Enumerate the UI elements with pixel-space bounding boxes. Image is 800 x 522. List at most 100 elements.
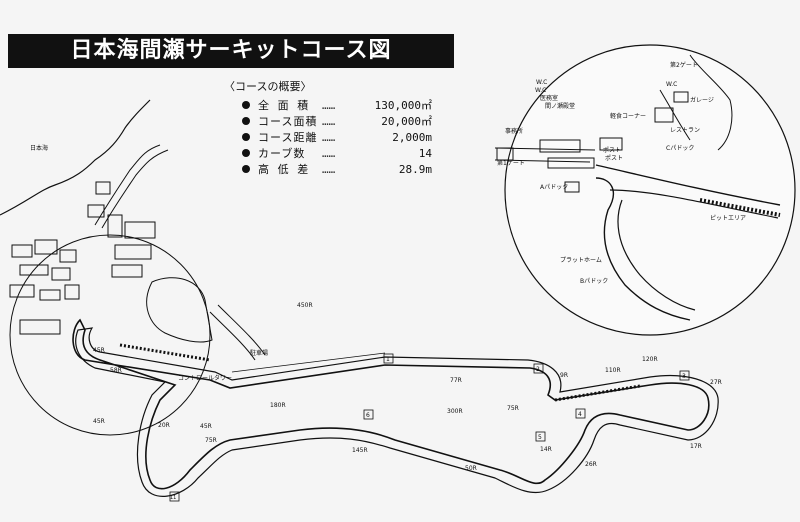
- corner-marker: 3: [679, 370, 690, 381]
- inset-area-circle: [9, 234, 211, 436]
- overview-value: 2,000m: [392, 130, 432, 144]
- svg-text:2: 2: [536, 366, 540, 373]
- svg-text:11: 11: [170, 495, 176, 501]
- bullet-icon: [242, 165, 250, 173]
- radius-label: 77R: [450, 377, 462, 384]
- radius-label: 75R: [507, 405, 519, 412]
- overview-heading: 〈コースの概要〉: [224, 80, 312, 93]
- radius-label: 120R: [642, 356, 658, 363]
- inset-label: W.C: [666, 81, 677, 88]
- inset-label: レストラン: [670, 127, 700, 134]
- overview-label: 全 面 積: [258, 99, 310, 112]
- control-tower-label: コントロールタワー: [178, 374, 232, 382]
- inset-label: ポスト: [603, 146, 621, 154]
- bullet-icon: [242, 101, 250, 109]
- road-upper-2: [101, 149, 169, 229]
- overview-row-course-length: コース距離 …… 2,000m: [220, 129, 440, 145]
- road-upper: [94, 144, 161, 226]
- overview-value: 28.9m: [398, 162, 432, 176]
- inset-building: [547, 157, 595, 169]
- inset-building: [654, 107, 674, 123]
- svg-text:5: 5: [538, 434, 542, 441]
- inset-label: ガレージ: [690, 96, 714, 104]
- radius-label: 9R: [560, 372, 568, 379]
- radius-label: 27R: [710, 379, 722, 386]
- overview-label: 高 低 差: [258, 163, 310, 176]
- access-road: [217, 304, 266, 356]
- overview-value: 14: [418, 146, 432, 160]
- inset-label: W.C: [536, 79, 547, 86]
- inset-label: 第2ゲート: [670, 61, 698, 69]
- corner-marker: 2: [533, 363, 544, 374]
- track-outer-edge: [72, 318, 710, 490]
- pit-straight-hatch: [119, 343, 211, 362]
- overview-row-total-area: 全 面 積 …… 130,000㎡: [220, 97, 440, 113]
- inset-label: W.C: [535, 87, 546, 94]
- radius-label: 145R: [352, 447, 368, 454]
- inset-label: プラットホーム: [560, 257, 602, 264]
- inset-label: Bパドック: [580, 278, 608, 285]
- radius-label: 26R: [585, 461, 597, 468]
- inset-detail-circle: [504, 44, 796, 336]
- inset-building: [564, 181, 580, 193]
- corner-marker: 11: [169, 491, 180, 502]
- radius-label: 20R: [158, 422, 170, 429]
- inset-track-outer: [595, 164, 781, 321]
- inset-label: Aパドック: [540, 184, 568, 191]
- page-title: 日本海間瀬サーキットコース図: [8, 34, 454, 68]
- straight-top: [231, 352, 386, 373]
- inset-building: [599, 137, 623, 151]
- inset-label: 間ノ瀬殿堂: [545, 102, 575, 110]
- corner-marker: 4: [575, 408, 586, 419]
- inset-labels: W.C 第2ゲート W.C ガレージ レストラン Cパドック W.C 医務室 間…: [497, 61, 746, 285]
- overview-label: コース面積: [258, 115, 318, 128]
- access-road-2: [209, 311, 256, 361]
- overview-row-course-area: コース面積 …… 20,000㎡: [220, 113, 440, 129]
- radius-label: 45R: [93, 347, 105, 354]
- svg-text:1: 1: [386, 356, 390, 363]
- overview-label: コース距離: [258, 131, 318, 144]
- overview-label: カーブ数: [258, 147, 306, 160]
- bullet-icon: [242, 117, 250, 125]
- inset-pit-lane: [699, 198, 781, 217]
- inset-label: ポスト: [605, 154, 623, 162]
- corner-marker: 5: [535, 431, 546, 442]
- overview-value: 130,000㎡: [374, 99, 432, 112]
- overview-row-elevation-diff: 高 低 差 …… 28.9m: [220, 161, 440, 177]
- inset-building: [673, 91, 689, 103]
- sea-label: 日本海: [30, 144, 48, 152]
- radius-label: 50R: [465, 465, 477, 472]
- overview-value: 20,000㎡: [381, 115, 432, 128]
- radius-label: 45R: [200, 423, 212, 430]
- inset-label: 第1ゲート: [497, 159, 525, 167]
- building-cluster: [9, 181, 156, 335]
- radius-label: 75R: [205, 437, 217, 444]
- parking-label: 駐車場: [250, 349, 268, 357]
- track-inner-edge: [75, 327, 719, 497]
- bullet-icon: [242, 133, 250, 141]
- radius-label: 300R: [447, 408, 463, 415]
- inset-label: ピットエリア: [710, 215, 746, 222]
- inset-label: 軽食コーナー: [610, 112, 646, 120]
- svg-text:4: 4: [578, 411, 582, 418]
- bullet-icon: [242, 149, 250, 157]
- coastline: [0, 99, 151, 216]
- radius-label: 110R: [605, 367, 621, 374]
- inset-label: 事務所: [505, 127, 523, 135]
- inset-building: [496, 147, 514, 161]
- svg-text:6: 6: [366, 412, 370, 419]
- corner-marker: 6: [363, 409, 374, 420]
- inset-building: [539, 139, 581, 153]
- inset-detail: [494, 54, 781, 321]
- inset-track-inner: [609, 189, 779, 311]
- radius-label: 58R: [110, 367, 122, 374]
- corner-marker: 1: [383, 353, 394, 364]
- inset-terrain: [689, 54, 733, 151]
- radius-label: 180R: [270, 402, 286, 409]
- radius-label: 17R: [690, 443, 702, 450]
- inset-label: 医務室: [540, 94, 558, 102]
- radius-label: 14R: [540, 446, 552, 453]
- course-overview: 〈コースの概要〉 全 面 積 …… 130,000㎡ コース面積 …… 20,0…: [220, 78, 440, 177]
- inset-label: Cパドック: [666, 145, 694, 152]
